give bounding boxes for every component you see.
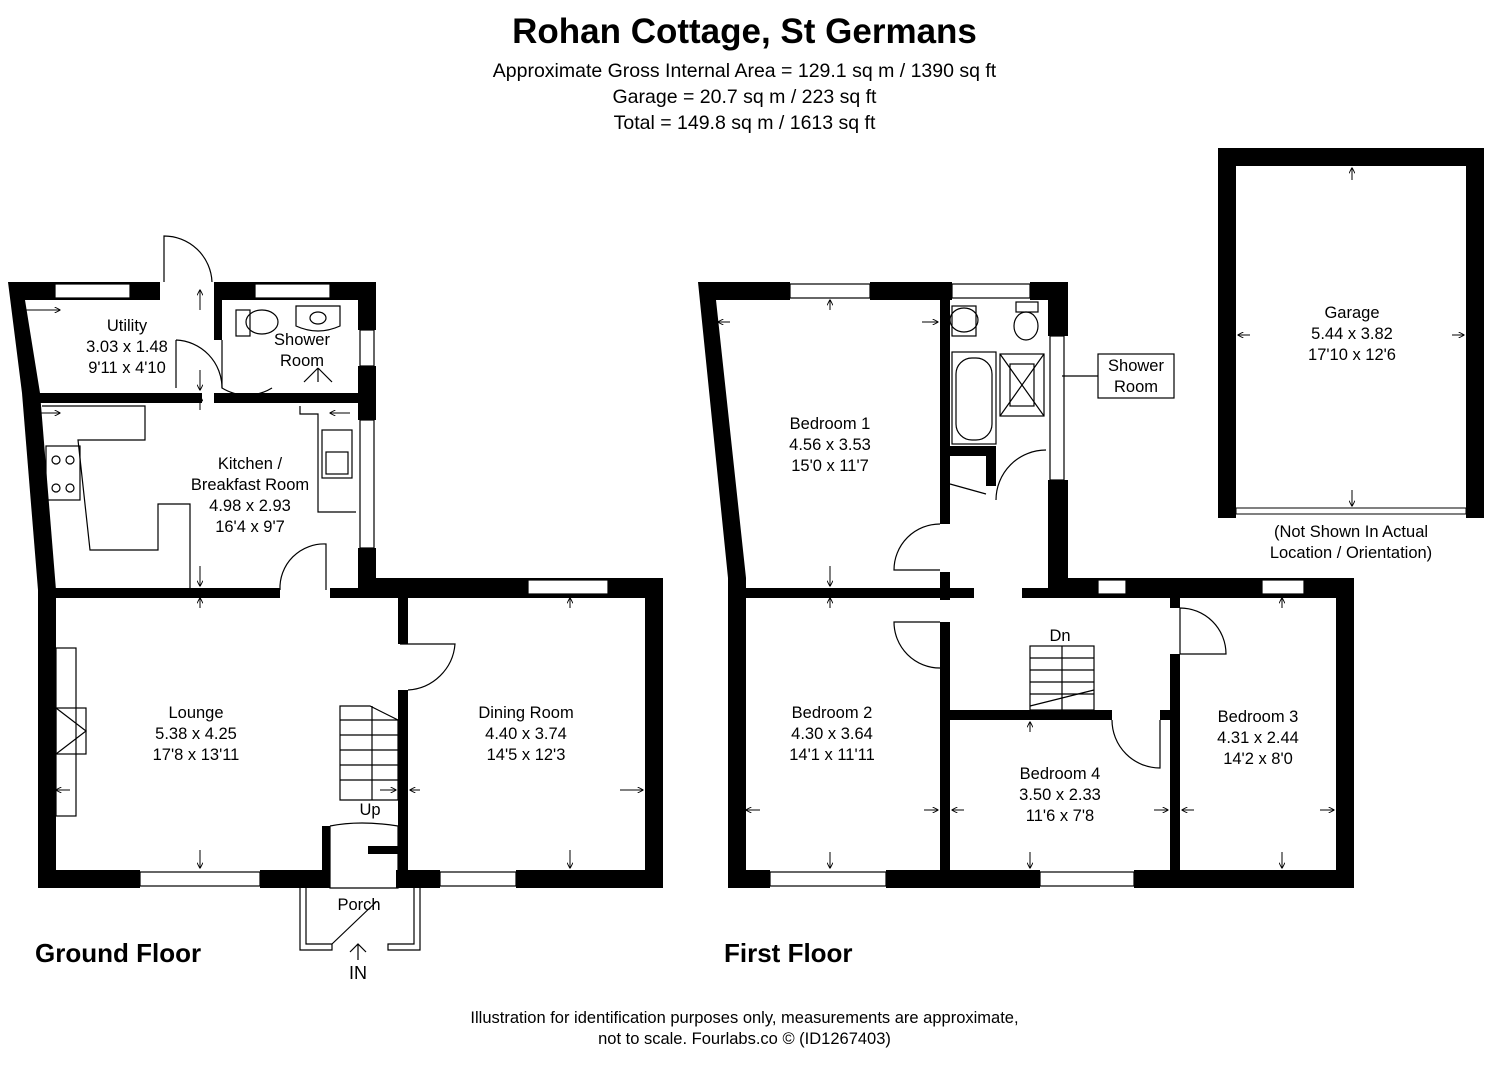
room-name: Bedroom 3 [1217, 708, 1299, 726]
first-floor-plan [698, 282, 1354, 888]
stairs-down-label: Dn [1049, 627, 1071, 645]
room-imperial: 9'11 x 4'10 [88, 359, 166, 377]
room-imperial: 17'8 x 13'11 [152, 746, 240, 764]
room-imperial: 14'2 x 8'0 [1223, 750, 1293, 768]
room-metric: 4.40 x 3.74 [485, 725, 567, 743]
room-imperial: 14'1 x 11'11 [789, 746, 875, 764]
room-name: Utility [106, 317, 148, 335]
room-shower-first: Shower Room [1098, 356, 1174, 398]
room-name: Dining Room [478, 704, 574, 722]
room-metric: 3.50 x 2.33 [1019, 786, 1101, 804]
room-bedroom-1: Bedroom 1 4.56 x 3.53 15'0 x 11'7 [770, 414, 890, 477]
room-bedroom-4: Bedroom 4 3.50 x 2.33 11'6 x 7'8 [1000, 764, 1120, 827]
garage-plan [1218, 148, 1484, 518]
room-metric: 4.31 x 2.44 [1217, 729, 1299, 747]
room-metric: 5.38 x 4.25 [155, 725, 237, 743]
room-utility: Utility 3.03 x 1.48 9'11 x 4'10 [62, 316, 192, 379]
room-name-2: Room [279, 352, 324, 370]
room-imperial: 11'6 x 7'8 [1025, 807, 1095, 825]
room-name-2: Room [1113, 378, 1158, 396]
first-floor-dimension-arrows [718, 300, 1334, 868]
room-name: Lounge [168, 704, 224, 722]
disclaimer-line-2: not to scale. Fourlabs.co © (ID1267403) [598, 1030, 891, 1048]
first-floor-windows [769, 283, 1305, 887]
room-imperial: 14'5 x 12'3 [486, 746, 566, 764]
garage-fittings [1235, 168, 1467, 515]
room-garage: Garage 5.44 x 3.82 17'10 x 12'6 [1292, 303, 1412, 366]
room-name: Shower [1108, 357, 1164, 375]
garage-note-line-2: Location / Orientation) [1269, 544, 1433, 562]
disclaimer-line-1: Illustration for identification purposes… [470, 1009, 1019, 1027]
first-floor-fittings [893, 301, 1227, 769]
room-name-2: Breakfast Room [190, 476, 310, 494]
garage-note-line-1: (Not Shown In Actual [1273, 523, 1429, 541]
room-name: Kitchen / [217, 455, 283, 473]
room-shower-ground: Shower Room [262, 330, 342, 372]
ground-floor-dimension-arrows [24, 290, 643, 868]
room-metric: 4.30 x 3.64 [791, 725, 873, 743]
area-line-2: Garage = 20.7 sq m / 223 sq ft [612, 86, 877, 108]
entrance-label: IN [349, 963, 367, 983]
area-line-1: Approximate Gross Internal Area = 129.1 … [492, 60, 997, 82]
room-metric: 4.56 x 3.53 [789, 436, 871, 454]
room-name: Bedroom 2 [791, 704, 873, 722]
room-name: Bedroom 1 [789, 415, 871, 433]
ground-floor-fittings [42, 235, 456, 960]
room-kitchen: Kitchen / Breakfast Room 4.98 x 2.93 16'… [160, 454, 340, 538]
garage-note: (Not Shown In Actual Location / Orientat… [1240, 522, 1462, 564]
ground-floor-label: Ground Floor [35, 938, 202, 968]
room-name: Porch [337, 896, 381, 914]
page-title: Rohan Cottage, St Germans [512, 12, 977, 51]
room-name: Bedroom 4 [1019, 765, 1101, 783]
room-bedroom-2: Bedroom 2 4.30 x 3.64 14'1 x 11'11 [772, 703, 892, 766]
room-metric: 4.98 x 2.93 [209, 497, 291, 515]
room-lounge: Lounge 5.38 x 4.25 17'8 x 13'11 [126, 703, 266, 766]
room-imperial: 17'10 x 12'6 [1308, 346, 1396, 364]
room-imperial: 15'0 x 11'7 [791, 457, 869, 475]
room-name: Shower [274, 331, 330, 349]
room-metric: 3.03 x 1.48 [86, 338, 168, 356]
room-dining: Dining Room 4.40 x 3.74 14'5 x 12'3 [456, 703, 596, 766]
room-bedroom-3: Bedroom 3 4.31 x 2.44 14'2 x 8'0 [1198, 707, 1318, 770]
stairs-up-label: Up [359, 801, 381, 819]
room-imperial: 16'4 x 9'7 [215, 518, 285, 536]
room-metric: 5.44 x 3.82 [1311, 325, 1393, 343]
ground-floor-windows [54, 283, 609, 887]
room-name: Garage [1324, 304, 1380, 322]
room-porch: Porch [329, 895, 389, 916]
area-line-3: Total = 149.8 sq m / 1613 sq ft [613, 112, 876, 134]
first-floor-label: First Floor [724, 938, 853, 968]
